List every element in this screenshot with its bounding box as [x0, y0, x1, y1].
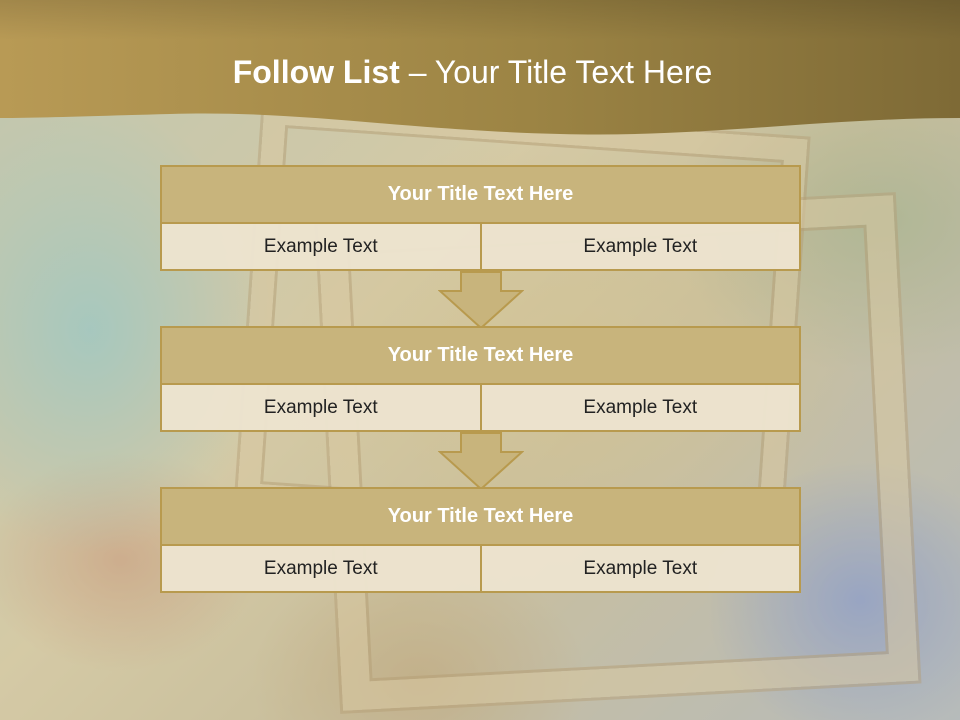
flow-block-2: Your Title Text Here Example Text Exampl…: [160, 326, 801, 432]
block-row: Example Text Example Text: [162, 546, 799, 591]
block-cell-right: Example Text: [479, 385, 800, 430]
block-title: Your Title Text Here: [162, 167, 799, 224]
block-cell-left: Example Text: [263, 396, 378, 418]
block-cell-right: Example Text: [479, 546, 800, 591]
page-title: Follow List – Your Title Text Here: [0, 54, 945, 91]
title-banner: [0, 0, 960, 135]
block-row: Example Text Example Text: [162, 224, 799, 269]
block-cell-left: Example Text: [263, 235, 378, 257]
down-arrow-icon: [438, 271, 524, 329]
down-arrow-icon: [438, 432, 524, 490]
flow-block-3: Your Title Text Here Example Text Exampl…: [160, 487, 801, 593]
page-title-rest: – Your Title Text Here: [399, 54, 713, 90]
block-cell-left: Example Text: [263, 557, 378, 579]
block-row: Example Text Example Text: [162, 385, 799, 430]
block-title: Your Title Text Here: [162, 489, 799, 546]
block-title: Your Title Text Here: [162, 328, 799, 385]
block-cell-right: Example Text: [479, 224, 800, 269]
flow-block-1: Your Title Text Here Example Text Exampl…: [160, 165, 801, 271]
page-title-bold: Follow List: [232, 54, 400, 90]
